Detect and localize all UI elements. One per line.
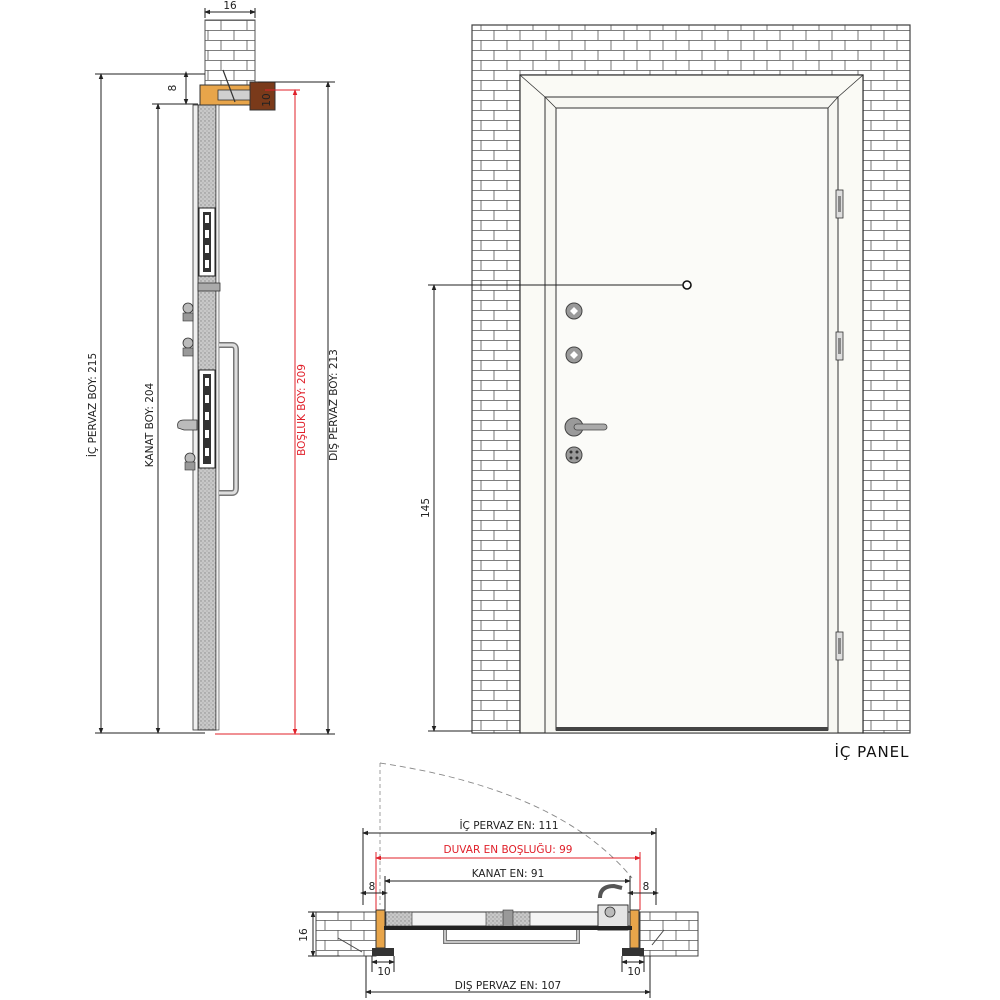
dis-pervaz-boy-label: DIŞ PERVAZ BOY: 213 xyxy=(328,349,340,461)
wall-plan-right xyxy=(639,911,699,957)
lever-handle xyxy=(564,417,608,437)
plan-section-view: İÇ PERVAZ EN: 111 DUVAR EN BOŞLUĞU: 99 K… xyxy=(298,762,699,998)
panel-label: İÇ PANEL xyxy=(834,742,909,761)
right-offset-label: 8 xyxy=(643,881,650,893)
side-section-view: 16 8 10 xyxy=(86,0,340,735)
handle-height-label: 145 xyxy=(420,498,432,518)
peephole xyxy=(682,280,692,290)
wall-brick-top xyxy=(204,19,256,91)
ic-pervaz-en-label: İÇ PERVAZ EN: 111 xyxy=(459,819,558,832)
duvar-en-boslugu-label: DUVAR EN BOŞLUĞU: 99 xyxy=(444,843,573,856)
wall-plan-left xyxy=(315,911,377,957)
kanat-boy-label: KANAT BOY: 204 xyxy=(144,382,156,467)
ic-pervaz-boy-label: İÇ PERVAZ BOY: 215 xyxy=(86,353,99,457)
kanat-en-label: KANAT EN: 91 xyxy=(472,868,545,880)
front-elevation-view: 145 İÇ PANEL xyxy=(420,24,911,761)
frame-depth-label: 10 xyxy=(261,93,273,106)
right-frame-label: 10 xyxy=(627,966,640,978)
top-width-label: 16 xyxy=(223,0,237,12)
wall-depth-label: 16 xyxy=(298,928,310,942)
bosluk-boy-label: BOŞLUK BOY: 209 xyxy=(296,364,308,456)
door-leaf-front xyxy=(555,107,829,731)
lock-cylinder-lower xyxy=(565,446,583,464)
left-offset-label: 8 xyxy=(369,881,376,893)
dis-pervaz-en-label: DIŞ PERVAZ EN: 107 xyxy=(455,980,562,992)
left-frame-label: 10 xyxy=(377,966,390,978)
top-offset-label: 8 xyxy=(167,85,179,92)
